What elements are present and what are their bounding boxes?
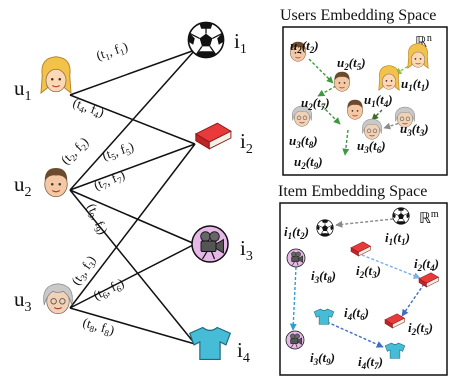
t-shirt-icon [384,342,406,359]
user-u3: u3 [14,283,73,315]
edge-label-u3-i4: (t8, f8) [81,314,117,339]
user-u3-label: u3 [14,287,32,315]
users-space-label: u2(t2) [290,38,319,55]
item-space-label: i1(t2) [284,224,309,241]
u2-traj-3 [321,105,341,125]
user-u2-point-icon [333,71,351,92]
edge-label-u3-i2: (t3, f3) [68,253,100,289]
item-i2-label: i2 [240,129,253,157]
i2-traj-2 [401,283,425,317]
soccer-ball-icon [187,21,225,59]
users-space-label: u3(t6) [357,138,386,155]
u2-traj-4 [342,129,350,156]
film-camera-icon [285,330,305,350]
user-u2-point-icon [346,99,364,120]
soccer-ball-icon [316,219,334,237]
item-i1-label: i1 [234,29,247,57]
user-u1-label: u1 [14,76,32,104]
edge-label-u2-i1: (t2, f2) [58,134,93,169]
item-space-title: Item Embedding Space [278,183,427,200]
edge-u2-i4 [69,189,196,345]
item-i4: i4 [189,326,250,366]
book-icon [384,313,405,329]
i2-traj-1 [361,254,421,279]
user-u1: u1 [14,56,72,104]
users-space-title: Users Embedding Space [280,7,436,24]
film-camera-icon [286,248,306,268]
users-space-label: u2(t9) [294,154,323,171]
soccer-ball-icon [392,207,410,225]
book-icon [418,272,439,288]
users-space-label: u3(t3) [400,121,429,138]
item-space-label: i2(t4) [414,256,439,273]
user-avatar-blond-icon [40,56,72,94]
user-avatar-brown-icon [44,167,68,198]
edge-label-u2-i2: (t5, f5) [100,139,136,165]
item-space-label: i2(t3) [356,263,381,280]
edge-u2-i1 [69,49,196,191]
item-space-box [279,202,448,376]
film-camera-icon [191,225,229,263]
users-space-label: u1(t1) [401,76,430,93]
item-i3: i3 [191,225,253,264]
item-i1: i1 [187,21,247,59]
u3-traj-2 [383,121,404,130]
u3-traj-1 [371,109,383,121]
item-space-label: i4(t6) [344,305,369,322]
edge-label-u1-i1: (t1, f1) [94,39,130,65]
item-space-symbol: ℝm [419,209,439,227]
item-space-label: i2(t5) [408,320,433,337]
user-u1-point-icon [407,43,429,69]
t-shirt-icon [189,326,231,360]
interaction-edges [69,49,196,345]
t-shirt-icon [313,308,335,325]
edge-u2-i3 [69,189,196,245]
i4-traj [326,321,384,348]
book-icon [195,122,232,150]
item-i2: i2 [195,122,253,157]
users-embedding-space-panel: Users Embedding Space ℝn u2(t2) u2(t5) u… [280,7,448,176]
edge-u1-i1 [69,49,196,96]
edge-u2-i2 [69,143,196,191]
edge-label-u2-i3: (t7, f7) [92,167,128,195]
edge-label-u3-i3: (t6, f6) [91,275,127,304]
edge-u3-i2 [69,143,196,309]
i3-traj [289,266,297,331]
book-icon [350,241,371,257]
item-embedding-space-panel: Item Embedding Space ℝm i1(t2) i1(t1) i2… [278,183,448,376]
u2-traj-2 [317,85,337,97]
users-space-box [282,26,448,176]
users-space-label: u2(t7) [301,95,330,112]
edge-u3-i3 [69,243,196,309]
user-u2: u2 [14,167,68,200]
edge-label-u1-i2: (t4, f4) [70,95,106,122]
item-space-label: i3(t8) [311,268,336,285]
item-space-label: i1(t1) [385,230,410,247]
user-u1-point-icon [378,65,400,91]
i1-traj [335,218,394,228]
edge-u3-i4 [69,307,196,345]
item-space-label: i3(t9) [310,350,335,367]
item-space-label: i4(t7) [358,354,383,371]
users-space-label: u2(t5) [337,55,366,72]
user-u2-label: u2 [14,172,32,200]
item-i3-label: i3 [240,236,253,264]
u2-traj-1 [308,58,334,84]
users-space-label: u1(t4) [364,92,393,109]
user-avatar-gray-icon [43,283,73,315]
users-space-label: u3(t8) [289,133,318,150]
item-i4-label: i4 [237,338,250,366]
user-u3-point-icon [361,118,383,140]
